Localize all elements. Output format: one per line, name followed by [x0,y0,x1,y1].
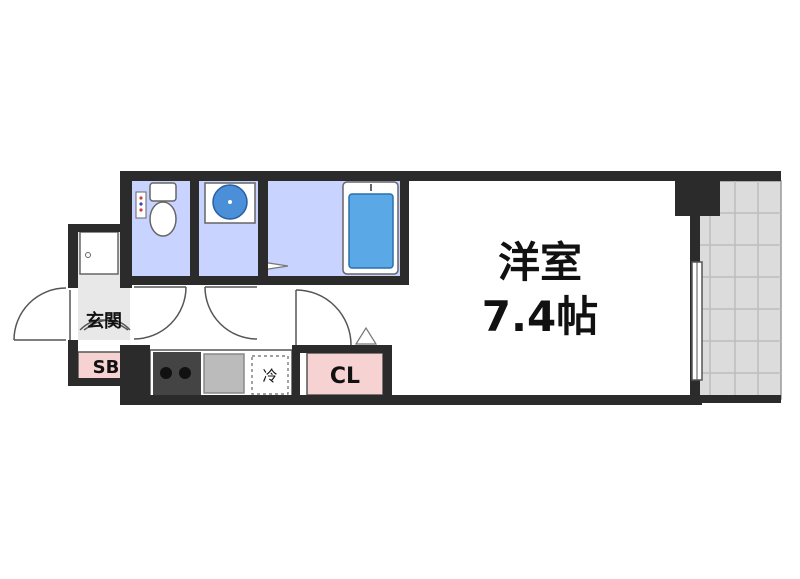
walls [68,171,781,405]
closet-label: CL [330,364,360,389]
sink-icon [203,353,245,394]
entrance-label: 玄関 [86,310,122,332]
toilet-icon [135,182,177,237]
room-size-label: 7.4帖 [482,292,598,341]
room-type-label: 洋室 [498,238,582,287]
shoe-box-label: SB [93,357,120,378]
balcony [696,180,782,400]
balcony-window [691,261,703,381]
washbasin-icon [204,182,256,224]
fridge-space [251,355,289,395]
bathtub-icon [342,181,399,275]
fridge-label: 冷 [262,367,277,385]
entrance-fixture [79,231,119,275]
doors [13,286,352,346]
stove-icon [153,352,201,395]
